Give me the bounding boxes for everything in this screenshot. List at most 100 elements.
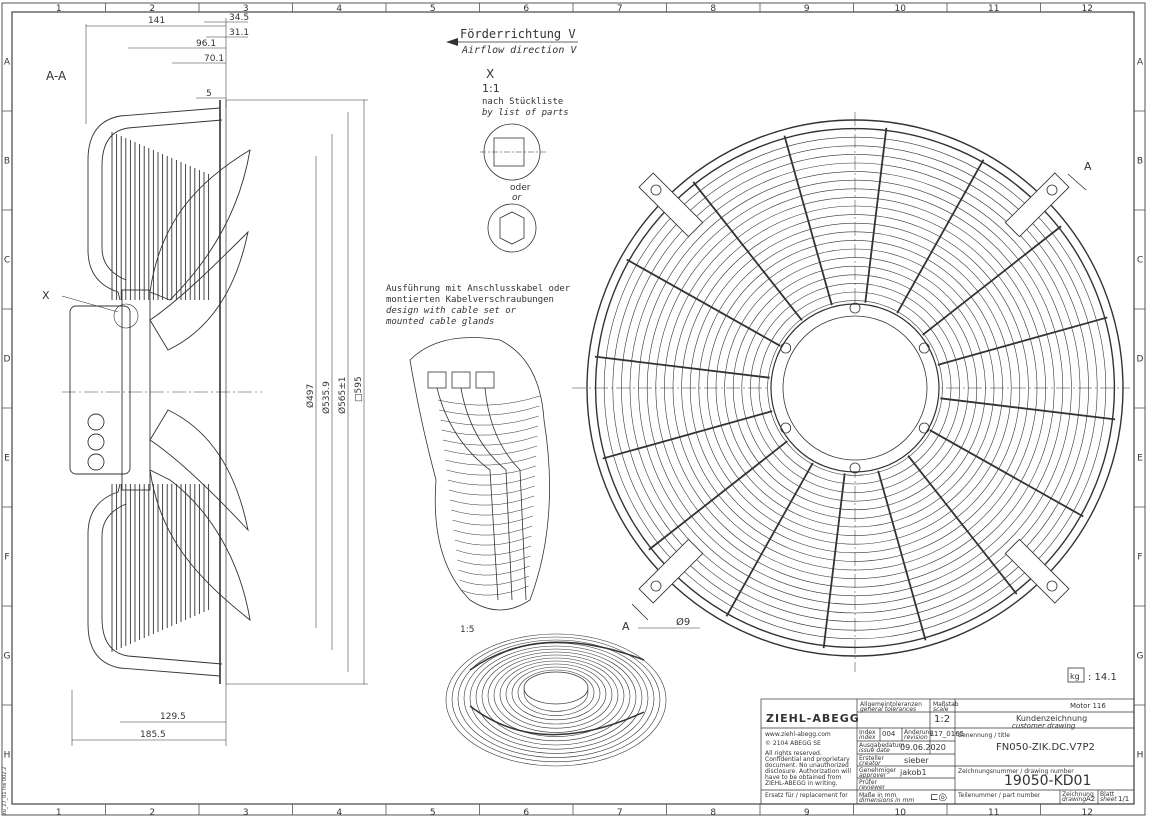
change-value: L17_0165 bbox=[930, 731, 965, 738]
zone-col-2: 2 bbox=[149, 4, 155, 14]
mount-bracket bbox=[1004, 538, 1070, 604]
motor-bolt bbox=[780, 422, 792, 434]
index-de: Index bbox=[859, 729, 876, 736]
guard-spoke bbox=[648, 440, 788, 551]
rights-3: document. No unauthorized bbox=[765, 762, 849, 769]
detail-note-de: nach Stückliste bbox=[482, 97, 563, 107]
top-dimensions bbox=[85, 18, 248, 124]
guard-spoke bbox=[864, 127, 888, 303]
zone-col-3: 3 bbox=[243, 808, 249, 818]
guard-spoke bbox=[907, 455, 1018, 595]
designation-label: Benennung / title bbox=[958, 732, 1010, 739]
guard-spoke bbox=[877, 470, 927, 641]
index-value: 004 bbox=[882, 731, 896, 738]
zone-col-7: 7 bbox=[617, 808, 623, 818]
approver-en: approver bbox=[859, 772, 887, 779]
change-en: revision bbox=[904, 734, 928, 741]
guard-outline-top bbox=[87, 107, 221, 301]
guard-spoke bbox=[937, 316, 1108, 366]
dim-129-5: 129.5 bbox=[160, 712, 186, 722]
blade-3 bbox=[149, 469, 251, 622]
zone-ticks bbox=[2, 3, 1145, 815]
guard-ring bbox=[629, 162, 1081, 614]
gland-c bbox=[475, 371, 495, 389]
zone-col-3: 3 bbox=[243, 4, 249, 14]
zone-row-E: E bbox=[4, 454, 10, 464]
side-stamp: zu_27_01 Ins 002.2 bbox=[2, 767, 8, 815]
cable-detail-ring bbox=[446, 465, 536, 476]
zone-col-7: 7 bbox=[617, 4, 623, 14]
zone-col-5: 5 bbox=[430, 4, 436, 14]
guard-spoke bbox=[929, 429, 1084, 518]
detail-ref: X bbox=[486, 67, 494, 81]
iso-ring bbox=[493, 657, 619, 733]
cable-detail-ring bbox=[454, 535, 532, 546]
motor-bolt bbox=[918, 342, 930, 354]
front-guard-rings bbox=[586, 119, 1124, 657]
motor-bolt bbox=[918, 422, 930, 434]
section-cut-line-top bbox=[1067, 173, 1087, 191]
guard-spoke bbox=[922, 225, 1062, 336]
iso-ring bbox=[475, 648, 637, 746]
weight-icon bbox=[1067, 667, 1085, 683]
guard-spoke bbox=[940, 397, 1116, 421]
cable-detail-ring bbox=[440, 415, 539, 426]
approver-de: Genehmiger bbox=[859, 767, 897, 774]
zone-row-B: B bbox=[1137, 157, 1143, 167]
mount-bracket bbox=[1004, 172, 1070, 238]
dim-31-1: 31.1 bbox=[229, 28, 249, 38]
guard-ribs bbox=[111, 132, 210, 652]
motor-face-inner bbox=[782, 315, 928, 461]
motor-flange bbox=[121, 289, 151, 491]
cable-detail-ring bbox=[458, 565, 530, 576]
section-cut-line-bottom bbox=[631, 603, 649, 621]
sheet-de: Blatt bbox=[1100, 791, 1115, 798]
rights-6: ZIEHL-ABEGG in writing. bbox=[765, 780, 838, 787]
bottom-dimensions bbox=[71, 684, 227, 746]
index-en: index bbox=[859, 734, 876, 741]
zone-col-11: 11 bbox=[988, 808, 999, 818]
iso-rail-1 bbox=[469, 641, 645, 671]
zone-row-F: F bbox=[4, 553, 9, 563]
motor-face bbox=[770, 303, 940, 473]
tol-en: general tolerances bbox=[860, 706, 917, 713]
zone-col-4: 4 bbox=[336, 808, 342, 818]
format-value: A2 bbox=[1086, 795, 1096, 803]
sheet-en: sheet bbox=[1100, 796, 1117, 803]
cable-note-2: montierten Kabelverschraubungen bbox=[386, 295, 554, 305]
blade-1 bbox=[149, 149, 251, 301]
gland-b bbox=[451, 371, 471, 389]
cable-1 bbox=[436, 387, 499, 601]
zone-row-A: A bbox=[4, 58, 11, 68]
replacement: Ersatz für / replacement for bbox=[765, 792, 848, 799]
guard-ring bbox=[603, 136, 1107, 640]
guard-ring bbox=[612, 145, 1098, 631]
guard-ring bbox=[750, 283, 960, 493]
cable-detail-ring bbox=[460, 585, 529, 596]
blade-4 bbox=[149, 409, 249, 532]
guard-spoke bbox=[692, 181, 803, 321]
creator-en: creator bbox=[859, 760, 881, 767]
guard-spoke bbox=[896, 159, 985, 314]
guard-spoke bbox=[626, 258, 781, 347]
cable-detail-ring bbox=[459, 575, 530, 586]
zone-col-2: 2 bbox=[149, 808, 155, 818]
detail-x-ref: X bbox=[42, 289, 50, 302]
cable-detail-ring bbox=[442, 435, 538, 446]
guard-ring bbox=[646, 179, 1064, 597]
iso-scale: 1:5 bbox=[460, 625, 474, 635]
detail-x-circle bbox=[113, 303, 139, 329]
cable-detail-ring bbox=[448, 485, 535, 496]
zone-row-F: F bbox=[1137, 553, 1142, 563]
issue-de: Ausgabedatum bbox=[859, 742, 905, 749]
guard-ring bbox=[715, 248, 995, 528]
cable-detail-ring bbox=[441, 425, 539, 436]
iso-ring bbox=[511, 666, 601, 721]
cable-detail-ring bbox=[457, 555, 531, 566]
cable-gland-1 bbox=[87, 413, 105, 431]
cable-detail-ring bbox=[437, 395, 541, 406]
or-de: oder bbox=[510, 183, 531, 193]
zone-col-8: 8 bbox=[710, 808, 716, 818]
